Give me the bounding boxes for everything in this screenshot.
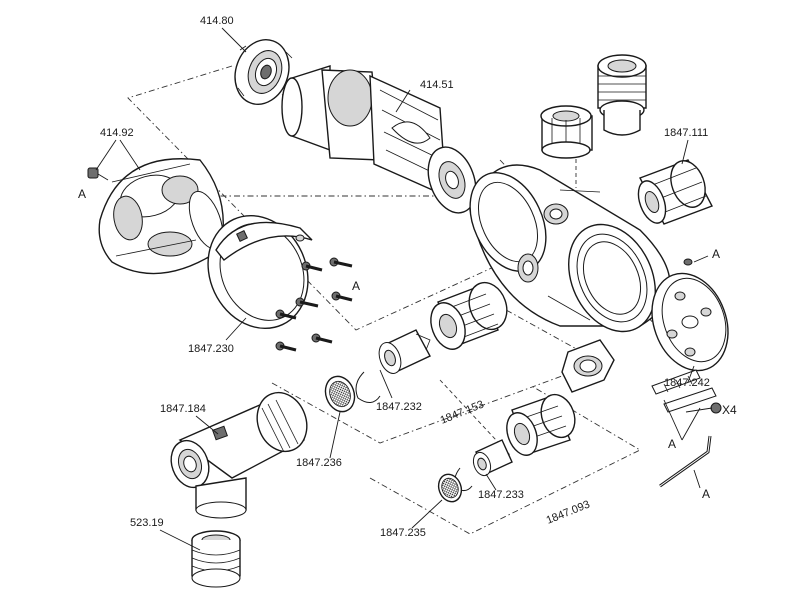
- label-414-80: 414.80: [200, 15, 234, 27]
- part-strainer-small: [437, 473, 463, 503]
- leader-414-92b: [119, 139, 141, 171]
- leader-414-80: [221, 27, 247, 53]
- label-a-handle-screw: A: [78, 187, 86, 201]
- screw-6: [311, 333, 333, 344]
- leader-414-51: [395, 89, 411, 113]
- part-mixer-body: [469, 164, 671, 333]
- label-a-body-screw: A: [712, 247, 720, 261]
- part-end-cap: [651, 272, 729, 372]
- label-1847-111: 1847.111: [664, 127, 708, 139]
- leader-1847-242: [687, 365, 695, 383]
- part-valve-insert-small: [472, 439, 513, 477]
- label-1847-230: 1847.230: [188, 343, 234, 355]
- part-nipple: [191, 530, 241, 588]
- leader-1847-235: [411, 499, 443, 529]
- part-ring-screws: [275, 257, 353, 352]
- part-side-union: [637, 159, 713, 225]
- leader-a-anchor1: [663, 399, 683, 441]
- part-hex-nut: [561, 339, 615, 393]
- part-body-screw: [683, 255, 709, 266]
- leader-1847-232: [379, 369, 393, 399]
- label-1847-093: 1847.093: [545, 498, 592, 526]
- screw-1: [301, 261, 323, 272]
- guide-check-frame: [369, 384, 641, 535]
- part-hex-key: [659, 435, 712, 488]
- screw-7: [275, 341, 297, 352]
- label-x4: X4: [722, 403, 737, 417]
- leader-a-hexkey: [693, 469, 701, 489]
- part-handle-screw: [87, 167, 109, 181]
- screw-3: [295, 297, 319, 308]
- label-a-hexkey: A: [702, 487, 710, 501]
- label-1847-236: 1847.236: [296, 457, 342, 469]
- part-thermostatic-cartridge: [281, 65, 477, 214]
- label-414-92: 414.92: [100, 127, 134, 139]
- leader-lines: [95, 27, 701, 551]
- part-elbow: [170, 391, 308, 519]
- screw-4: [331, 291, 353, 302]
- part-top-union-large: [597, 54, 647, 136]
- leader-1847-230: [225, 317, 247, 341]
- part-top-union-small: [540, 105, 593, 159]
- leader-523-19: [159, 529, 201, 551]
- label-1847-233: 1847.233: [478, 489, 524, 501]
- screw-2: [329, 257, 353, 268]
- part-circlip: [355, 371, 381, 403]
- label-1847-242: 1847.242: [664, 377, 710, 389]
- part-check-valve-small: [506, 393, 576, 456]
- leader-1847-233: [485, 473, 497, 491]
- leader-a-anchor2: [681, 407, 701, 441]
- part-check-valve-large: [430, 281, 508, 350]
- label-a-ring-screws: A: [352, 279, 360, 293]
- leader-414-92a: [95, 139, 117, 171]
- label-1847-232: 1847.232: [376, 401, 422, 413]
- part-wall-anchors: [651, 369, 722, 414]
- guide-cartridge-frame: [271, 289, 602, 444]
- label-1847-153: 1847.153: [439, 398, 486, 426]
- leader-1847-236: [329, 411, 341, 459]
- label-1847-235: 1847.235: [380, 527, 426, 539]
- guide-cover-frame: [127, 65, 521, 331]
- label-523-19: 523.19: [130, 517, 164, 529]
- part-handle: [98, 158, 224, 275]
- label-1847-184: 1847.184: [160, 403, 206, 415]
- part-strainer-large: [324, 375, 356, 413]
- part-rosette-nut: [234, 39, 293, 105]
- screw-5: [275, 309, 297, 320]
- label-a-anchors: A: [668, 437, 676, 451]
- leader-1847-184: [195, 415, 219, 435]
- part-valve-insert: [378, 329, 431, 374]
- part-retaining-ring: [207, 214, 313, 330]
- label-414-51: 414.51: [420, 79, 454, 91]
- leader-1847-111: [681, 139, 689, 165]
